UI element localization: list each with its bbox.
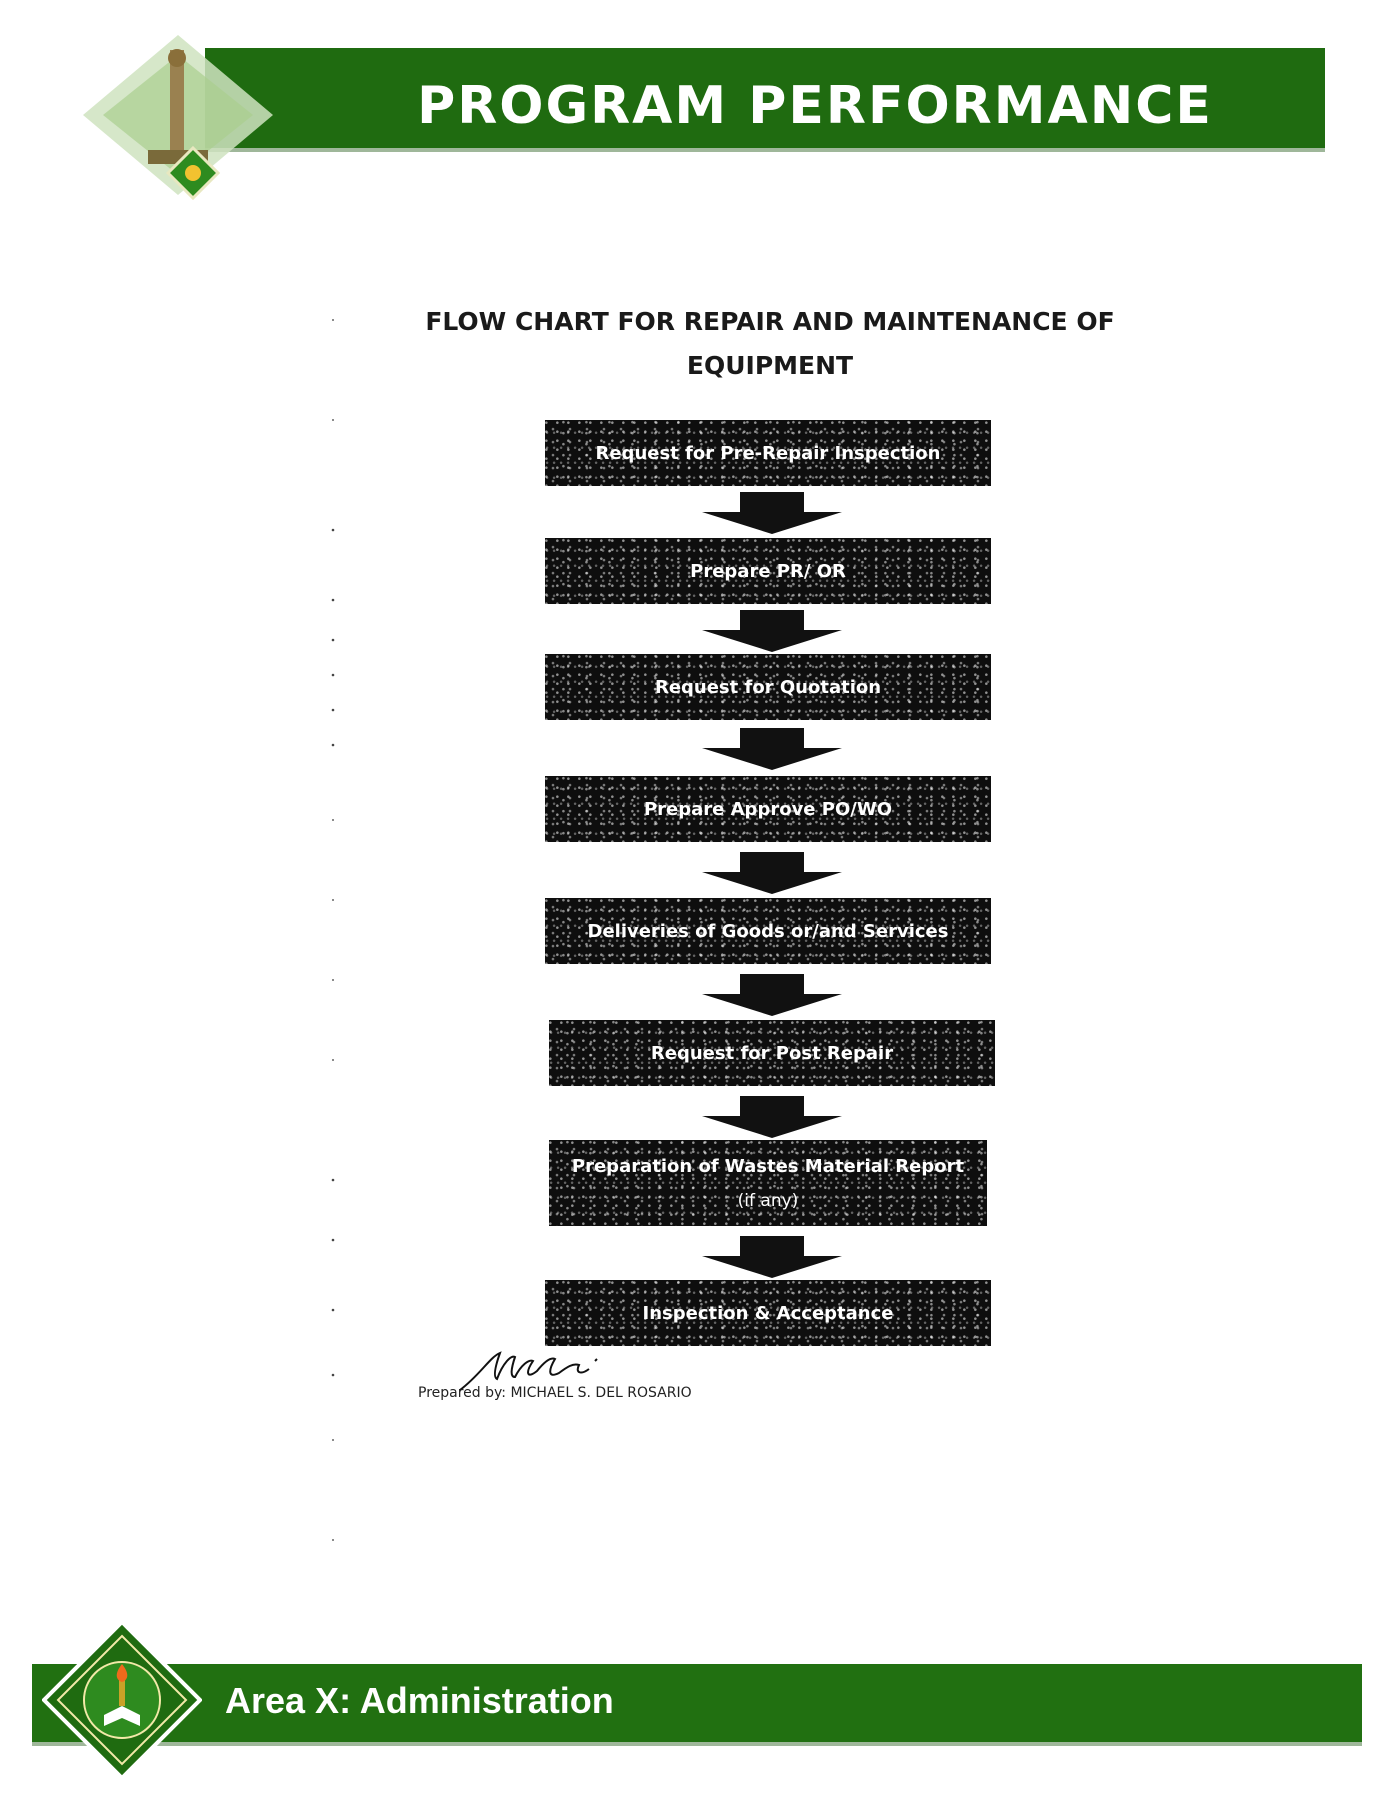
flow-step-post-repair: Request for Post Repair xyxy=(549,1020,995,1086)
flow-step-label: Request for Quotation xyxy=(654,676,882,698)
flow-step-label: Inspection & Acceptance xyxy=(642,1302,894,1324)
down-arrow-icon xyxy=(702,492,842,534)
flow-step-pre-repair-inspection: Request for Pre-Repair Inspection xyxy=(545,420,991,486)
flow-step-label: Deliveries of Goods or/and Services xyxy=(587,920,949,942)
flowchart-title: FLOW CHART FOR REPAIR AND MAINTENANCE OF… xyxy=(420,300,1120,388)
flow-step-inspection-acceptance: Inspection & Acceptance xyxy=(545,1280,991,1346)
university-seal-icon xyxy=(42,1620,202,1780)
flow-step-label: Request for Pre-Repair Inspection xyxy=(595,442,941,464)
flow-step-label: Preparation of Wastes Material Report xyxy=(571,1155,965,1177)
flow-step-label: Prepare PR/ OR xyxy=(690,560,846,582)
down-arrow-icon xyxy=(702,1236,842,1278)
header-banner xyxy=(205,48,1325,152)
down-arrow-icon xyxy=(702,974,842,1016)
flowchart-title-line1: FLOW CHART FOR REPAIR AND MAINTENANCE OF xyxy=(425,307,1115,336)
flowchart-title-line2: EQUIPMENT xyxy=(686,351,854,380)
down-arrow-icon xyxy=(702,728,842,770)
flow-step-wastes-material-report: Preparation of Wastes Material Report (i… xyxy=(549,1140,987,1226)
flow-step-deliveries: Deliveries of Goods or/and Services xyxy=(545,898,991,964)
handwritten-signature xyxy=(459,1351,598,1391)
university-emblem-icon xyxy=(83,35,273,200)
down-arrow-icon xyxy=(702,852,842,894)
scan-margin-dots xyxy=(331,319,335,1541)
flow-step-label: Prepare Approve PO/WO xyxy=(643,798,893,820)
page-title: PROGRAM PERFORMANCE PROFILE xyxy=(417,76,1213,208)
prepared-by-label: Prepared by: MICHAEL S. DEL ROSARIO xyxy=(418,1385,692,1401)
down-arrow-icon xyxy=(702,1096,842,1138)
flow-step-label: Request for Post Repair xyxy=(650,1042,894,1064)
footer-area-title: Area X: Administration xyxy=(225,1680,614,1721)
flow-step-sublabel: (if any) xyxy=(737,1190,799,1211)
flow-step-prepare-pr-or: Prepare PR/ OR xyxy=(545,538,991,604)
flow-step-approve-po-wo: Prepare Approve PO/WO xyxy=(545,776,991,842)
down-arrow-icon xyxy=(702,610,842,652)
flow-step-request-quotation: Request for Quotation xyxy=(545,654,991,720)
footer-banner xyxy=(32,1664,1362,1746)
